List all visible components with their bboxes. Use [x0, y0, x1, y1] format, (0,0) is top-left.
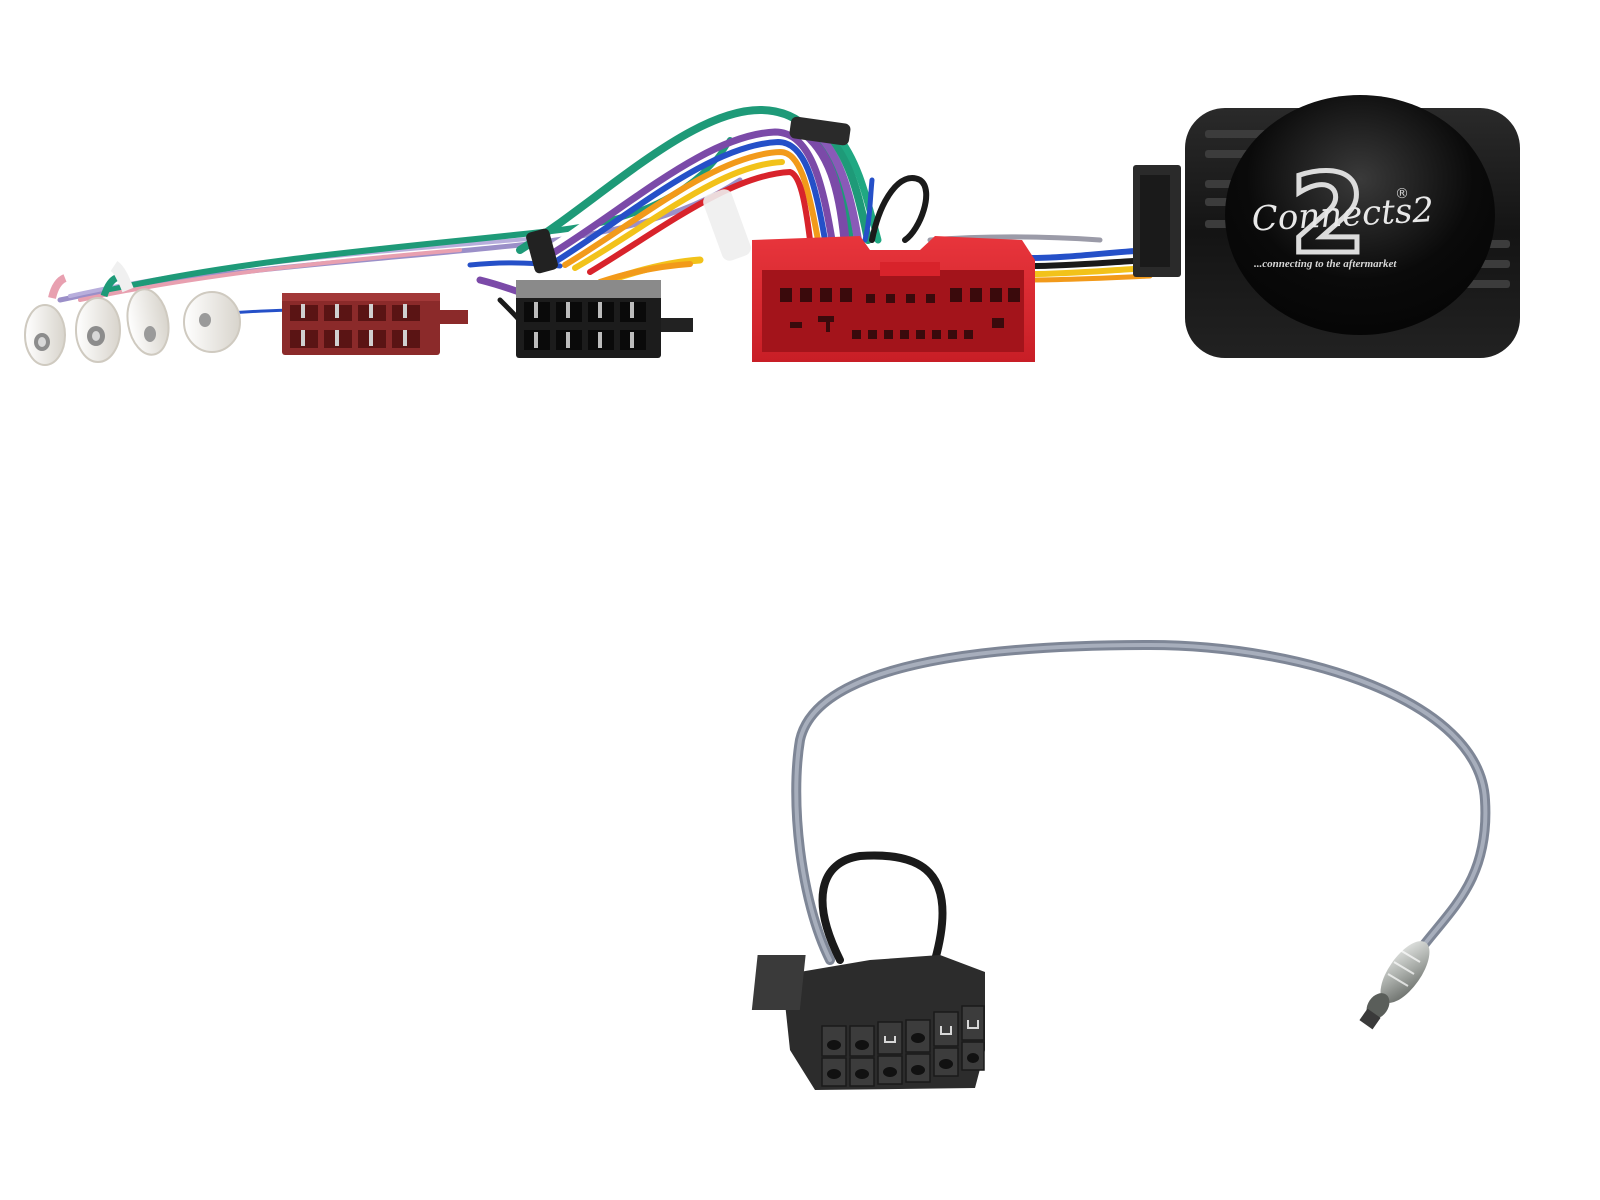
bullet-terminal-3	[126, 288, 170, 356]
12-pin-molex-connector	[751, 955, 985, 1090]
logo-registered-mark: ®	[1395, 186, 1409, 202]
bullet-terminal-4	[183, 291, 241, 353]
antenna-jack-terminal	[1359, 941, 1430, 1030]
iso-speaker-connector	[516, 280, 693, 358]
brand-logo: Connects2	[1251, 190, 1435, 239]
iso-power-connector	[282, 293, 468, 355]
interface-box: 2 ® Connects2 ...connecting to the after…	[1133, 95, 1520, 358]
cable-ties	[526, 116, 851, 274]
bullet-terminal-2	[75, 297, 121, 363]
vehicle-red-connector	[752, 236, 1035, 362]
loop-wire	[818, 851, 947, 964]
bullet-terminal-1	[24, 304, 66, 366]
bullet-terminals	[24, 261, 241, 366]
brand-tagline: ...connecting to the aftermarket	[1254, 258, 1397, 270]
patch-lead	[791, 639, 1491, 965]
logo-numeral: 2	[1290, 150, 1367, 278]
